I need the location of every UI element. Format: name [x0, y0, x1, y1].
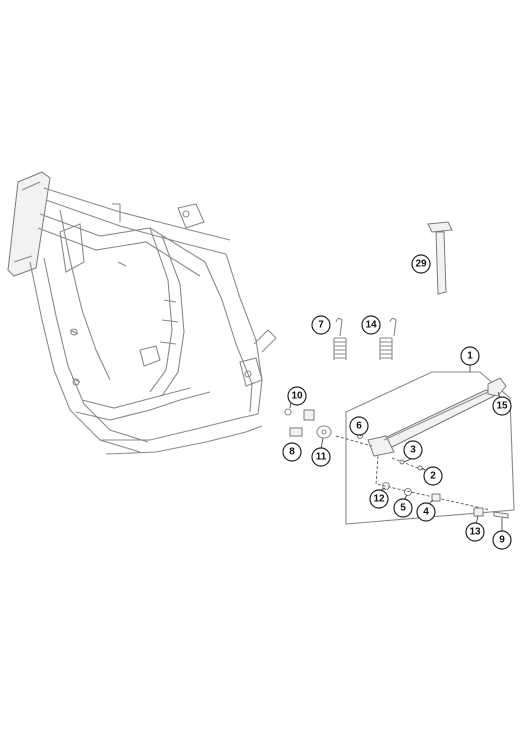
callout-1: 1 — [460, 346, 480, 366]
svg-text:2: 2 — [430, 471, 436, 482]
motorcycle-frame — [7, 171, 277, 455]
callout-10: 10 — [287, 386, 307, 406]
svg-text:7: 7 — [318, 320, 324, 331]
callout-7: 7 — [311, 315, 331, 335]
callout-2: 2 — [423, 466, 443, 486]
callout-29: 29 — [411, 254, 431, 274]
svg-text:14: 14 — [365, 320, 377, 331]
callout-11: 11 — [311, 447, 331, 467]
svg-text:11: 11 — [316, 452, 327, 463]
callout-14: 14 — [361, 315, 381, 335]
callout-4: 4 — [416, 502, 436, 522]
svg-text:8: 8 — [289, 447, 295, 458]
svg-text:1: 1 — [467, 351, 473, 362]
svg-text:9: 9 — [499, 535, 505, 546]
svg-text:4: 4 — [423, 507, 429, 518]
svg-text:3: 3 — [410, 445, 416, 456]
callout-6: 6 — [349, 416, 369, 436]
callout-12: 12 — [369, 489, 389, 509]
tool-29 — [427, 221, 453, 295]
callout-8: 8 — [282, 442, 302, 462]
spring-7 — [333, 317, 347, 360]
svg-text:5: 5 — [400, 503, 406, 514]
callout-5: 5 — [393, 498, 413, 518]
side-stand-assembly — [335, 371, 515, 525]
svg-text:29: 29 — [415, 259, 427, 270]
spring-14 — [379, 317, 397, 360]
callout-9: 9 — [492, 530, 512, 550]
svg-text:15: 15 — [496, 401, 508, 412]
callout-13: 13 — [465, 522, 485, 542]
callout-15: 15 — [492, 396, 512, 416]
callout-3: 3 — [403, 440, 423, 460]
svg-text:12: 12 — [373, 494, 385, 505]
svg-text:6: 6 — [356, 421, 362, 432]
svg-text:13: 13 — [469, 527, 481, 538]
svg-text:10: 10 — [291, 391, 303, 402]
small-parts-left — [284, 408, 332, 439]
